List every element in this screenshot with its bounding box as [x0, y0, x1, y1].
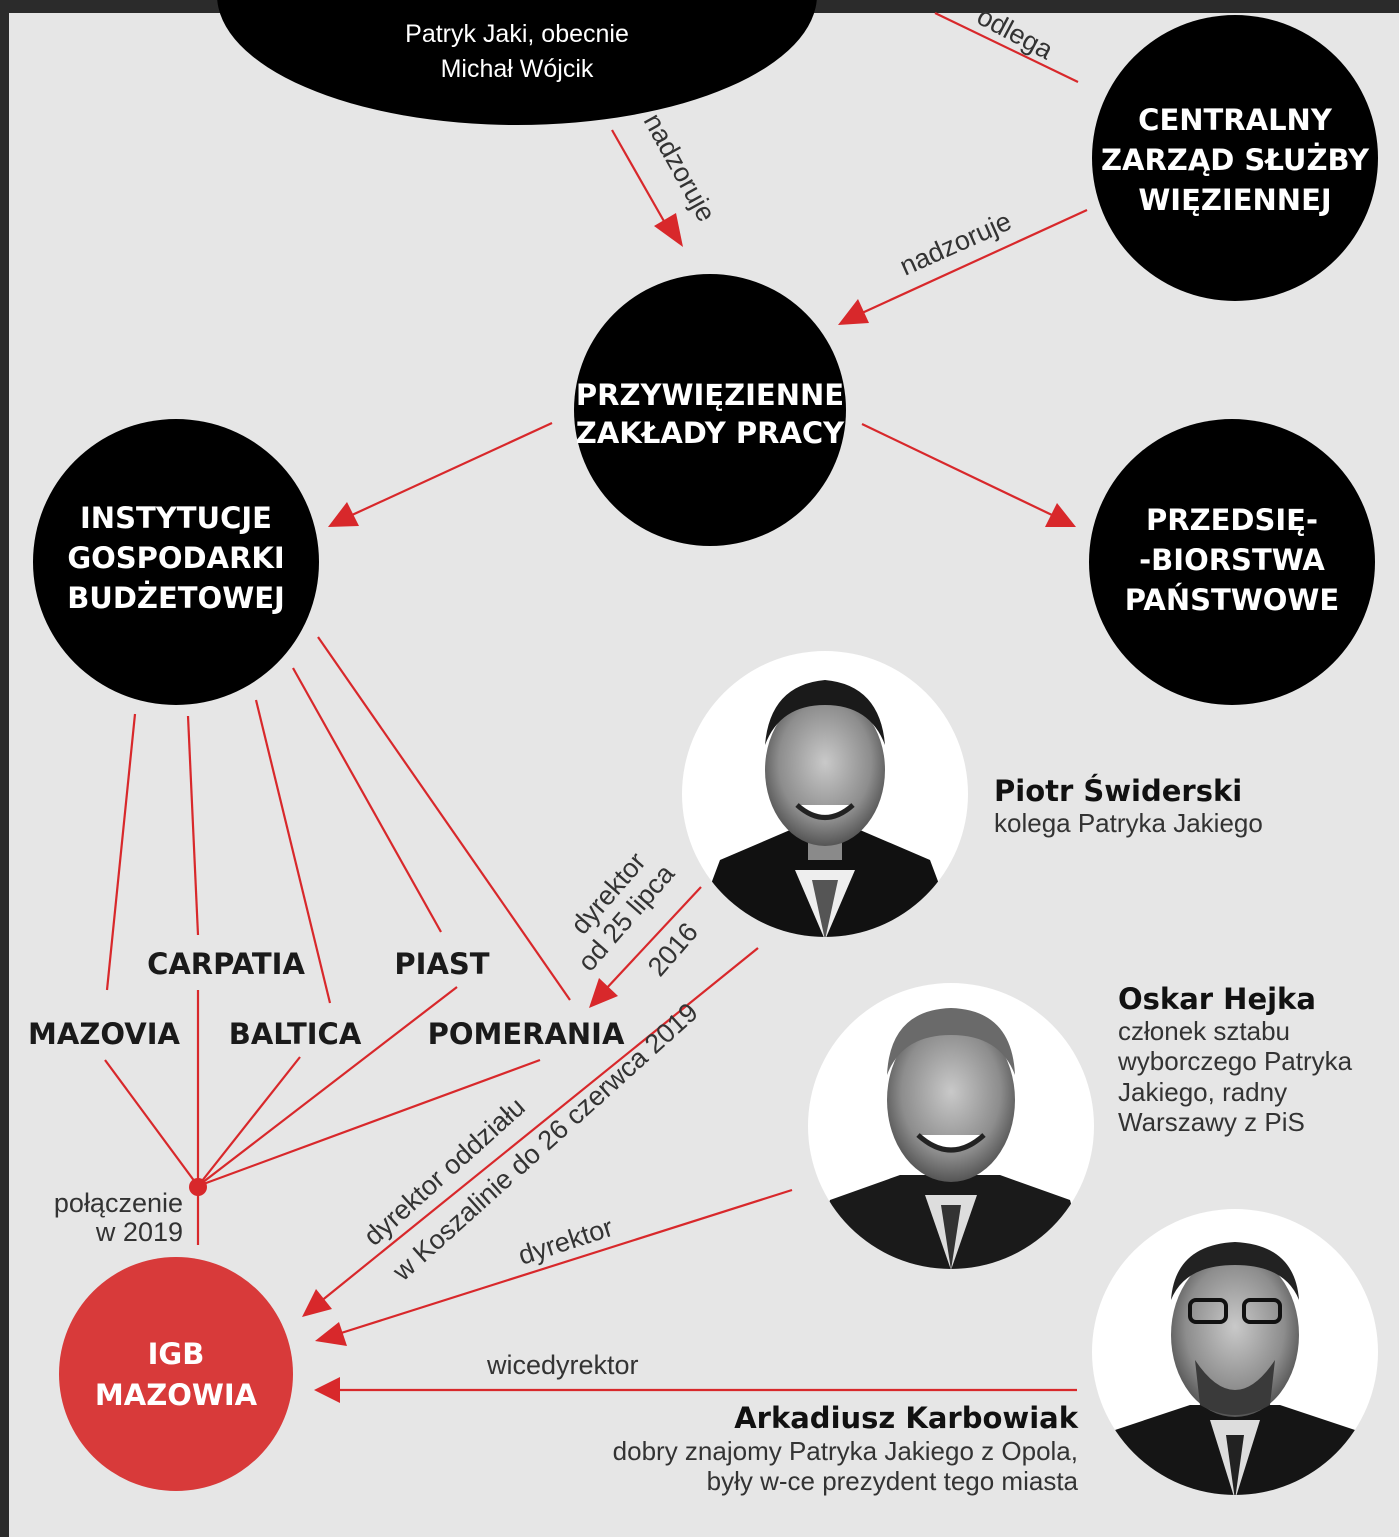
node-prison-work: PRZYWIĘZIENNE ZAKŁADY PRACY: [574, 274, 846, 546]
igb-line-1: INSTYTUCJE: [80, 501, 272, 535]
edge-central-to-prison-work: [838, 208, 1088, 325]
edge-hejka-to-igb-mazowia: [315, 1188, 793, 1346]
person-desc-hejka-4: Warszawy z PiS: [1118, 1107, 1305, 1137]
node-igb-mazowia: IGB MAZOWIA: [59, 1257, 293, 1491]
merge-label-line-1: połączenie: [54, 1188, 183, 1218]
state-enterprises-line-2: -BIORSTWA: [1139, 543, 1325, 577]
edge-podlega: [934, 12, 1079, 83]
node-igb: INSTYTUCJE GOSPODARKI BUDŻETOWEJ: [33, 419, 319, 705]
igb-mazowia-line-1: IGB: [148, 1337, 205, 1371]
photo-arkadiusz-karbowiak: [1092, 1209, 1378, 1495]
person-desc-karbowiak-2: były w-ce prezydent tego miasta: [707, 1466, 1079, 1496]
person-desc-hejka-1: członek sztabu: [1118, 1016, 1290, 1046]
label-karbowiak-role: wicedyrektor: [486, 1350, 639, 1380]
igb-line-2: GOSPODARKI: [67, 541, 284, 575]
igb-line-3: BUDŻETOWEJ: [67, 581, 285, 615]
label-swiderski-role-3: 2016: [642, 917, 704, 982]
branch-lines: [104, 636, 571, 1245]
edge-karbowiak-to-igb-mazowia: [314, 1377, 1077, 1403]
prison-work-line-1: PRZYWIĘZIENNE: [576, 378, 844, 412]
central-board-line-3: WIĘZIENNEJ: [1138, 183, 1331, 217]
igb-mazowia-line-2: MAZOWIA: [95, 1378, 258, 1412]
node-central-board: CENTRALNY ZARZĄD SŁUŻBY WIĘZIENNEJ: [1092, 15, 1378, 301]
node-ministry: Patryk Jaki, obecnie Michał Wójcik: [217, 0, 817, 125]
person-name-karbowiak: Arkadiusz Karbowiak: [734, 1401, 1079, 1435]
branch-mazovia: MAZOVIA: [28, 1017, 180, 1051]
label-nadzoruje-ministry: nadzoruje: [638, 108, 722, 226]
person-name-hejka: Oskar Hejka: [1118, 982, 1316, 1016]
left-frame-bar: [0, 0, 9, 1537]
person-name-swiderski: Piotr Świderski: [994, 774, 1242, 808]
edge-prison-work-to-state-enterprises: [861, 423, 1076, 527]
edge-koszalin-to-igb-mazowia: [302, 947, 759, 1317]
node-state-enterprises: PRZEDSIĘ- -BIORSTWA PAŃSTWOWE: [1089, 419, 1375, 705]
label-podlega: odlega: [972, 1, 1059, 66]
photo-piotr-swiderski: [682, 651, 968, 937]
ministry-line-1: Patryk Jaki, obecnie: [405, 20, 629, 48]
central-board-line-2: ZARZĄD SŁUŻBY: [1101, 143, 1370, 177]
edge-prison-work-to-igb: [328, 422, 553, 527]
central-board-line-1: CENTRALNY: [1138, 103, 1333, 137]
photo-oskar-hejka: [808, 983, 1094, 1269]
branch-piast: PIAST: [394, 947, 489, 981]
branch-pomerania: POMERANIA: [428, 1017, 625, 1051]
branch-carpatia: CARPATIA: [147, 947, 305, 981]
branch-baltica: BALTICA: [229, 1017, 362, 1051]
state-enterprises-line-1: PRZEDSIĘ-: [1146, 503, 1318, 537]
merge-label-line-2: w 2019: [95, 1217, 183, 1247]
prison-work-line-2: ZAKŁADY PRACY: [576, 416, 845, 450]
person-desc-swiderski: kolega Patryka Jakiego: [994, 808, 1263, 838]
person-desc-hejka-3: Jakiego, radny: [1118, 1077, 1287, 1107]
person-desc-hejka-2: wyborczego Patryka: [1117, 1046, 1353, 1076]
state-enterprises-line-3: PAŃSTWOWE: [1125, 583, 1339, 617]
person-desc-karbowiak-1: dobry znajomy Patryka Jakiego z Opola,: [613, 1436, 1078, 1466]
edge-swiderski-to-pomerania: [589, 886, 702, 1008]
edge-ministry-to-prison-work: [611, 129, 683, 247]
ministry-line-2: Michał Wójcik: [441, 55, 594, 83]
